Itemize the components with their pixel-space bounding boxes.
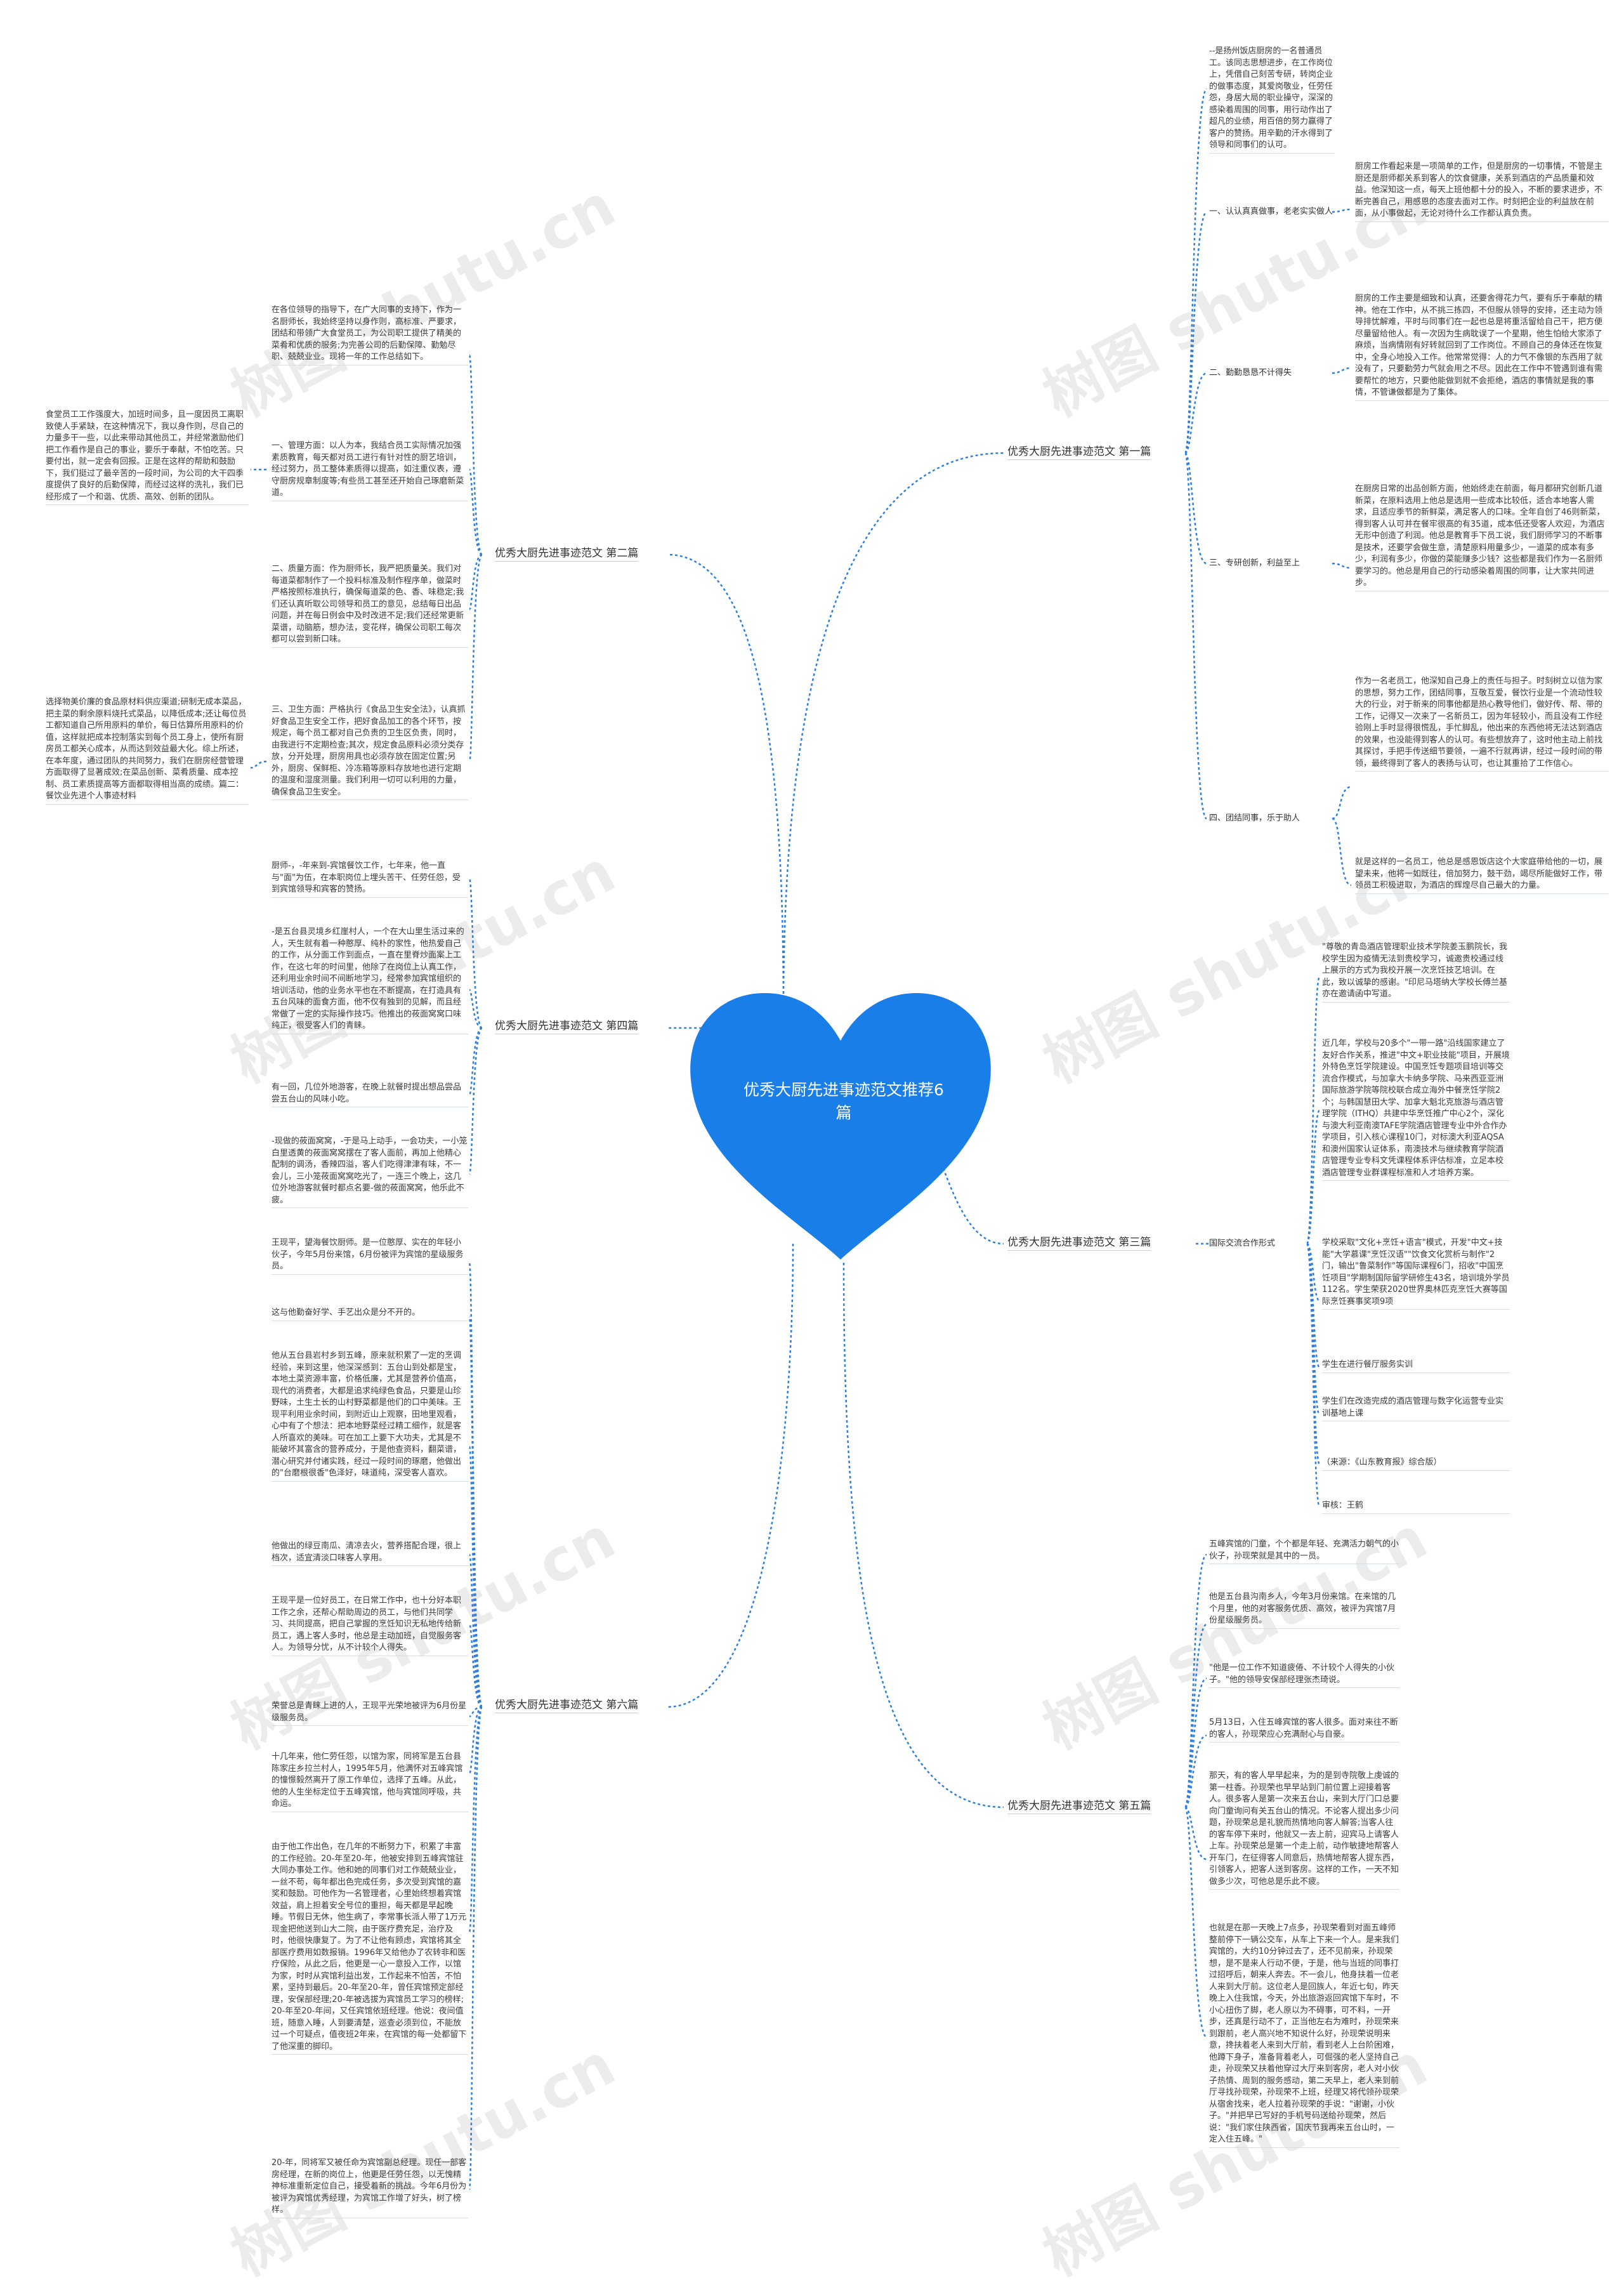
connector-lines xyxy=(250,88,1352,2190)
b6-p5: 王现平是一位好员工，在日常工作中，也十分好本职工作之余，还帮心帮助周边的员工，与… xyxy=(272,1595,468,1656)
b3-p4: 学生在进行餐厅服务实训 xyxy=(1322,1359,1510,1373)
branch-1-label[interactable]: 优秀大厨先进事迹范文 第一篇 xyxy=(1007,444,1151,460)
branch-5-label[interactable]: 优秀大厨先进事迹范文 第五篇 xyxy=(1007,1798,1151,1814)
b3-p6: （来源：《山东教育报》综合版） xyxy=(1322,1457,1510,1471)
b3-p1: "尊敬的青岛酒店管理职业技术学院姜玉鹏院长，我校学生因为疫情无法到贵校学习，诚邀… xyxy=(1322,942,1510,1003)
branch-3-label[interactable]: 优秀大厨先进事迹范文 第三篇 xyxy=(1007,1235,1151,1251)
b4-p1: 厨师-，-年来到-宾馆餐饮工作，七年来，他一直与"面"为伍，在本职岗位上埋头苦干… xyxy=(272,860,468,898)
b5-p5: 那天，有的客人早早起来，为的是到寺院敬上虔诚的第一柱香。孙现荣也早早站到门前位置… xyxy=(1209,1770,1399,1890)
b6-p2: 这与他勤奋好学、手艺出众是分不开的。 xyxy=(272,1307,468,1321)
b2-side2: 选择物美价廉的食品原材料供应渠道;研制无成本菜品，把主菜的剩余原料烧托式菜品，以… xyxy=(46,697,249,805)
b6-p1: 王现平，望海餐饮厨师。是一位憨厚、实在的年轻小伙子，今年5月份来馆，6月份被评为… xyxy=(272,1237,468,1275)
b3-p3: 学校采取"文化+烹饪+语言"模式，开发"中文+技能"大学慕课"烹饪汉语""饮食文… xyxy=(1322,1237,1510,1310)
root-title: 优秀大厨先进事迹范文推荐6篇 xyxy=(743,1081,944,1122)
b5-p4: 5月13日，入住五峰宾馆的客人很多。面对来往不断的客人，孙现荣应心充满耐心与自豪… xyxy=(1209,1717,1399,1742)
b6-p8: 由于他工作出色，在几年的不断努力下，积累了丰富的工作经验。20-年至20-年，他… xyxy=(272,1841,468,2055)
b3-sub-label[interactable]: 国际交流合作形式 xyxy=(1209,1239,1276,1248)
branch-4-label[interactable]: 优秀大厨先进事迹范文 第四篇 xyxy=(495,1018,639,1034)
b1-sub4-text: 作为一名老员工，他深知自己身上的责任与担子。时刻树立以信为家的思想，努力工作，团… xyxy=(1355,676,1609,772)
b1-intro: --是扬州饭店厨房的一名普通员工。该同志思想进步，在工作岗位上，凭借自己刻苦专研… xyxy=(1209,46,1335,154)
b6-p7: 十几年来，他仁劳任怨，以馆为家，同将军是五台县陈家庄乡拉兰村人，1995年5月，… xyxy=(272,1751,468,1812)
b5-p6: 也就是在那一天晚上7点多，孙现荣看到对面五峰师整前停下一辆公交车，从车上下来一个… xyxy=(1209,1923,1399,2148)
b2-p1: 在各位领导的指导下，在广大同事的支持下，作为一名厨师长，我始终坚持以身作则，高标… xyxy=(272,305,468,366)
b5-p1: 五峰宾馆的门童，个个都是年轻、充满活力朝气的小伙子，孙现荣就是其中的一员。 xyxy=(1209,1539,1399,1564)
b3-p5: 学生们在改造完成的酒店管理与数字化运营专业实训基地上课 xyxy=(1322,1396,1510,1421)
b1-sub3-label[interactable]: 三、专研创新，利益至上 xyxy=(1209,558,1300,568)
b1-sub2-text: 厨房的工作主要是细致和认真，还要舍得花力气，要有乐于奉献的精神。他在工作中，从不… xyxy=(1355,293,1609,401)
b1-sub1-text: 厨房工作看起来是一项简单的工作，但是厨房的一切事情，不管是主厨还是厨师都关系到客… xyxy=(1355,161,1609,222)
b4-p4: -现做的莜面窝窝，-于是马上动手，一会功夫，一小笼白里透黄的莜面窝窝摆在了客人面… xyxy=(272,1136,468,1208)
b5-p3: "他是一位工作不知道疲倦、不计较个人得失的小伙子。"他的领导安保部经理张杰琦说。 xyxy=(1209,1663,1399,1688)
b6-p9: 20-年，同将军又被任命为宾馆副总经理。现任一部客房经理，在新的岗位上，他更是任… xyxy=(272,2157,468,2218)
root-heart-node[interactable] xyxy=(688,990,993,1263)
b2-p2: 一、管理方面：以人为本，我结合员工实际情况加强素质教育，每天都对员工进行有针对性… xyxy=(272,440,468,501)
b3-p7: 审核：王鹤 xyxy=(1322,1500,1510,1514)
b1-sub3-text: 在厨房日常的出品创新方面，他始终走在前面，每月都研究创新几道新菜，在原料选用上他… xyxy=(1355,484,1609,591)
b6-p6: 荣誉总是青睐上进的人，王现平光荣地被评为6月份星级服务员。 xyxy=(272,1701,468,1726)
b6-p3: 他从五台县岩村乡到五峰，原来就积累了一定的烹调经验，来到这里，他深深感到：五台山… xyxy=(272,1350,468,1482)
heart-shape xyxy=(690,993,991,1260)
b2-p4: 三、卫生方面：严格执行《食品卫生安全法》，认真抓好食品卫生安全工作，把好食品加工… xyxy=(272,704,468,800)
b1-sub2-label[interactable]: 二、勤勤恳恳不计得失 xyxy=(1209,368,1292,378)
b4-p3: 有一回，几位外地游客，在晚上就餐时提出想品尝品尝五台山的风味小吃。 xyxy=(272,1082,468,1107)
b1-sub1-label[interactable]: 一、认认真真做事，老老实实做人 xyxy=(1209,207,1333,216)
b3-p2: 近几年，学校与20多个"一带一路"沿线国家建立了友好合作关系，推进"中文+职业技… xyxy=(1322,1038,1510,1181)
b1-outro: 就是这样的一名员工，他总是感恩饭店这个大家庭带给他的一切，展望未来，他将一如既往… xyxy=(1355,857,1609,894)
b5-p2: 他是五台县沟南乡人，今年3月份来馆。在来馆的几个月里，他的对客服务优质、高效，被… xyxy=(1209,1591,1399,1629)
b1-sub4-label[interactable]: 四、团结同事，乐于助人 xyxy=(1209,813,1300,823)
branch-6-label[interactable]: 优秀大厨先进事迹范文 第六篇 xyxy=(495,1697,639,1713)
b2-side1: 食堂员工工作强度大，加班时间多，且一度因员工离职致使人手紧缺，在这种情况下，我以… xyxy=(46,409,249,505)
branch-2-label[interactable]: 优秀大厨先进事迹范文 第二篇 xyxy=(495,546,639,562)
b4-p2: -是五台县灵境乡红崖村人，一个在大山里生活过来的人，天生就有着一种憨厚、纯朴的家… xyxy=(272,926,468,1034)
b2-p3: 二、质量方面：作为厨师长，我严把质量关。我们对每道菜都制作了一个投料标准及制作程… xyxy=(272,563,468,648)
b6-p4: 他做出的绿豆南瓜、清凉去火，营养搭配合理，很上档次，适宜清淡口味客人享用。 xyxy=(272,1541,468,1566)
